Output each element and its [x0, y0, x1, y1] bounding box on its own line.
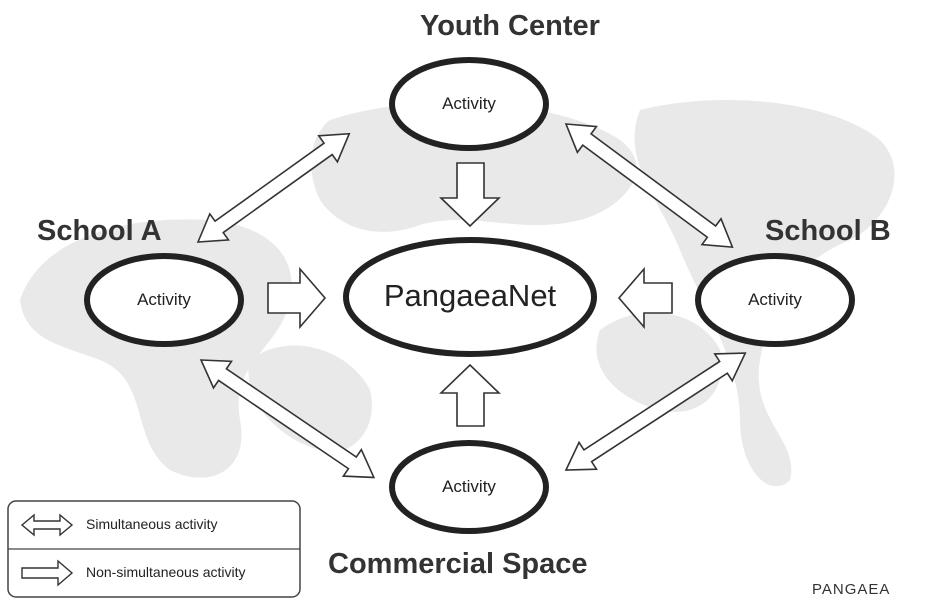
youth-center-ellipse — [389, 57, 549, 151]
pangaea-logo: PANGAEA — [812, 581, 891, 598]
legend-double-arrow-icon — [20, 513, 74, 537]
simultaneous-arrow-schoolA-youth — [196, 132, 351, 243]
school-b-ellipse — [695, 253, 855, 347]
pangaeanet-ellipse — [343, 237, 597, 357]
legend — [7, 500, 301, 598]
school-b-title: School B — [765, 215, 891, 247]
non-simultaneous-arrow-youth-hub — [439, 162, 501, 228]
legend-single-arrow-icon — [21, 559, 74, 587]
school-a-title: School A — [37, 215, 162, 247]
commercial-space-activity-label: Activity — [442, 477, 496, 496]
commercial-space-title: Commercial Space — [328, 548, 588, 580]
commercial-space-ellipse — [389, 440, 549, 534]
legend-non-simultaneous-label: Non-simultaneous activity — [86, 564, 246, 580]
simultaneous-arrow-youth-schoolB — [564, 123, 734, 249]
legend-simultaneous-label: Simultaneous activity — [86, 516, 218, 532]
school-a-activity-label: Activity — [137, 290, 191, 309]
youth-center-title: Youth Center — [420, 10, 600, 42]
youth-center-activity-label: Activity — [442, 94, 496, 113]
simultaneous-arrow-schoolA-commercial — [199, 359, 376, 479]
non-simultaneous-arrow-commercial-hub — [439, 363, 501, 427]
non-simultaneous-arrow-schoolB-hub — [617, 266, 673, 330]
simultaneous-arrow-commercial-schoolB — [564, 352, 747, 471]
pangaeanet-label: PangaeaNet — [383, 278, 557, 313]
non-simultaneous-arrow-schoolA-hub — [267, 266, 327, 330]
school-a-ellipse — [84, 253, 244, 347]
school-b-activity-label: Activity — [748, 290, 802, 309]
